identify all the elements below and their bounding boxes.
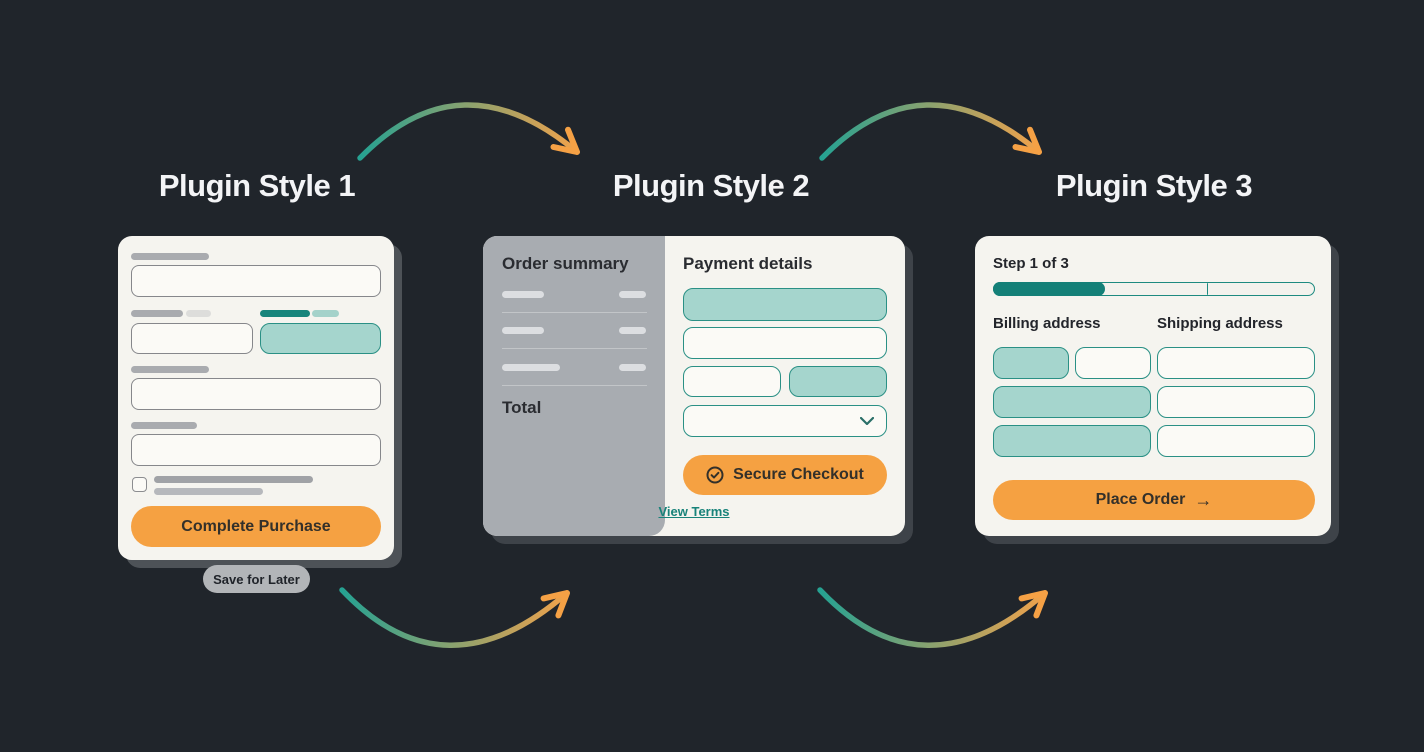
- text-input-skeleton-selected[interactable]: [260, 323, 381, 354]
- billing-input-skeleton[interactable]: [993, 425, 1151, 457]
- checkout-progress-bar: [993, 282, 1315, 296]
- place-order-label: Place Order: [1095, 491, 1186, 508]
- plugin-style-3-card: Step 1 of 3 Billing address Shipping add…: [975, 236, 1331, 536]
- field-label-placeholder: [260, 310, 310, 317]
- shipping-address-title: Shipping address: [1157, 315, 1283, 332]
- summary-divider: [502, 385, 647, 386]
- text-input-skeleton[interactable]: [131, 434, 381, 466]
- progress-fill: [993, 282, 1105, 296]
- expiry-input-skeleton[interactable]: [683, 366, 781, 397]
- name-input-skeleton[interactable]: [683, 327, 887, 359]
- shipping-input-skeleton[interactable]: [1157, 386, 1315, 418]
- arrow-right-icon: →: [1194, 489, 1213, 510]
- place-order-button[interactable]: Place Order →: [993, 480, 1315, 520]
- field-label-placeholder: [312, 310, 339, 317]
- field-label-placeholder: [131, 310, 183, 317]
- checkbox-text-placeholder: [154, 488, 263, 495]
- shipping-input-skeleton[interactable]: [1157, 425, 1315, 457]
- order-summary-panel: Order summary Total: [483, 236, 665, 536]
- plugin-style-1-title: Plugin Style 1: [158, 168, 356, 203]
- summary-divider: [502, 348, 647, 349]
- progress-segment-divider: [1207, 283, 1209, 295]
- billing-address-title: Billing address: [993, 315, 1101, 332]
- text-input-skeleton[interactable]: [131, 378, 381, 410]
- step-indicator: Step 1 of 3: [993, 255, 1069, 272]
- card-number-input-skeleton[interactable]: [683, 288, 887, 321]
- billing-input-skeleton[interactable]: [993, 386, 1151, 418]
- summary-item-placeholder: [502, 291, 544, 298]
- cvc-input-skeleton[interactable]: [789, 366, 887, 397]
- chevron-down-icon: [860, 417, 874, 425]
- text-input-skeleton[interactable]: [131, 323, 253, 354]
- complete-purchase-label: Complete Purchase: [181, 517, 331, 535]
- field-label-placeholder: [131, 366, 209, 373]
- plugin-style-2-title: Plugin Style 2: [612, 168, 810, 203]
- total-label: Total: [502, 398, 542, 417]
- curved-arrow-icon: [819, 102, 1042, 161]
- complete-purchase-button[interactable]: Complete Purchase: [131, 506, 381, 547]
- checkbox-text-placeholder: [154, 476, 313, 483]
- check-circle-icon: [706, 466, 724, 484]
- terms-checkbox[interactable]: [132, 477, 147, 492]
- summary-item-placeholder: [502, 364, 560, 371]
- billing-input-skeleton[interactable]: [1075, 347, 1151, 379]
- summary-price-placeholder: [619, 291, 646, 298]
- field-label-placeholder: [186, 310, 211, 317]
- payment-details-title: Payment details: [683, 254, 813, 273]
- save-for-later-button[interactable]: Save for Later: [203, 565, 310, 593]
- view-terms-link[interactable]: View Terms: [658, 504, 730, 519]
- curved-arrow-icon: [339, 587, 570, 648]
- text-input-skeleton[interactable]: [131, 265, 381, 297]
- country-dropdown[interactable]: [683, 405, 887, 437]
- plugin-style-1-card: Complete Purchase: [118, 236, 394, 560]
- plugin-style-2-card: Order summary Total Payment details: [483, 236, 905, 536]
- plugin-style-3-title: Plugin Style 3: [1055, 168, 1253, 203]
- field-label-placeholder: [131, 253, 209, 260]
- shipping-input-skeleton[interactable]: [1157, 347, 1315, 379]
- field-label-placeholder: [131, 422, 197, 429]
- curved-arrow-icon: [817, 587, 1048, 648]
- summary-divider: [502, 312, 647, 313]
- summary-price-placeholder: [619, 364, 646, 371]
- curved-arrow-icon: [357, 102, 580, 161]
- secure-checkout-button[interactable]: Secure Checkout: [683, 455, 887, 495]
- secure-checkout-label: Secure Checkout: [733, 466, 864, 483]
- save-for-later-label: Save for Later: [213, 571, 300, 587]
- billing-input-skeleton[interactable]: [993, 347, 1069, 379]
- order-summary-title: Order summary: [502, 254, 629, 273]
- summary-price-placeholder: [619, 327, 646, 334]
- summary-item-placeholder: [502, 327, 544, 334]
